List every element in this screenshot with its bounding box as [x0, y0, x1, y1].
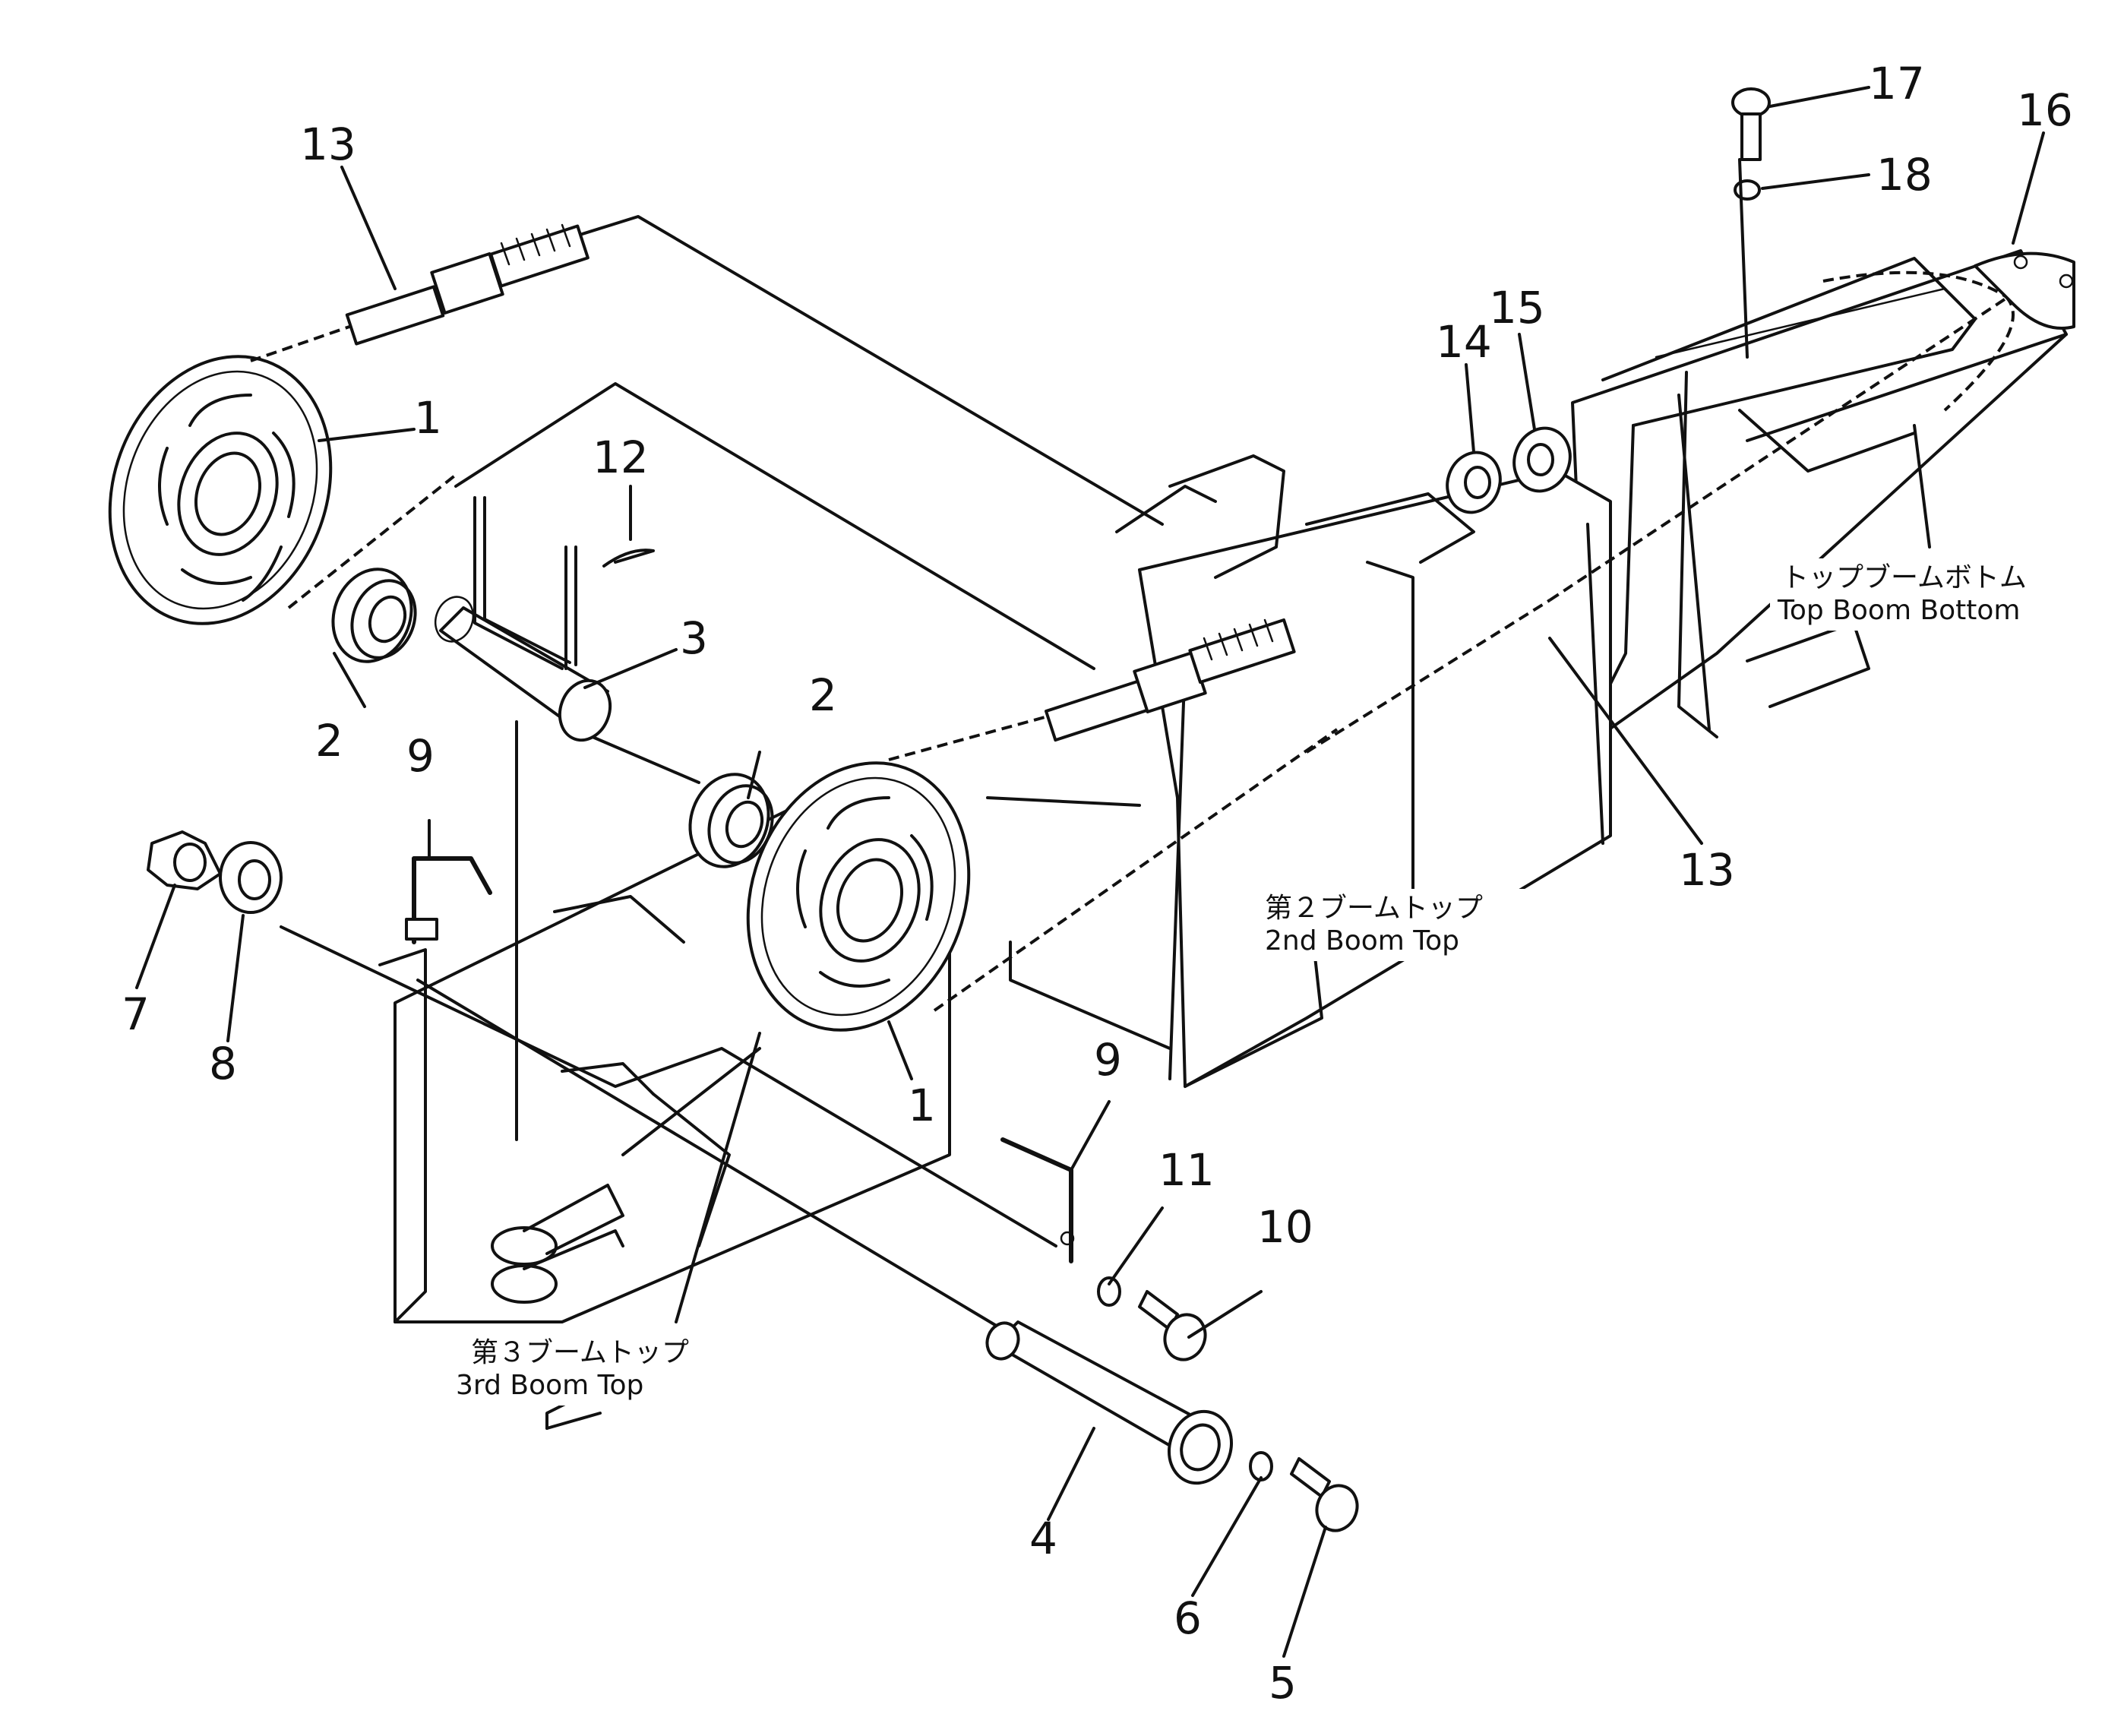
- callout-14: 14: [1436, 316, 1492, 368]
- label-2nd-boom-top-en: 2nd Boom Top: [1265, 925, 1459, 957]
- washer-6: [1249, 1451, 1273, 1481]
- bolt-5: [1290, 1457, 1359, 1532]
- label-3rd-boom-top-jp: 第３ブームトップ: [471, 1337, 689, 1368]
- callout-13-right: 13: [1679, 844, 1735, 896]
- label-top-boom-bottom-en: Top Boom Bottom: [1777, 595, 2021, 626]
- callout-16: 16: [2017, 84, 2073, 136]
- nut-7: [147, 830, 222, 890]
- bracket-9-left: [405, 856, 492, 944]
- callout-4: 4: [1029, 1513, 1057, 1564]
- callout-leaders: [135, 86, 2045, 1658]
- callout-8: 8: [209, 1038, 237, 1089]
- callout-1-upper: 1: [414, 392, 442, 444]
- callout-12: 12: [593, 432, 649, 483]
- callout-1-center: 1: [908, 1080, 936, 1131]
- washer-15: [1512, 426, 1572, 493]
- callout-10: 10: [1257, 1201, 1313, 1253]
- cable-13-upper: [345, 223, 589, 346]
- label-top-boom-bottom-jp: トップブームボトム: [1781, 562, 2027, 593]
- callout-2-right: 2: [809, 669, 837, 721]
- callout-18: 18: [1876, 149, 1933, 201]
- callout-13-upper: 13: [300, 119, 356, 170]
- shaft-3: [434, 496, 612, 742]
- label-3rd-boom-top-en: 3rd Boom Top: [456, 1370, 643, 1401]
- bracket-9-right: [1000, 1137, 1075, 1263]
- callout-9-right: 9: [1094, 1034, 1122, 1086]
- bracket-arms: [491, 1184, 624, 1304]
- bolt-10: [1138, 1290, 1207, 1361]
- top-boom-bottom-housing: [1571, 158, 2068, 746]
- callout-11: 11: [1158, 1144, 1215, 1196]
- callout-numbers: 13 1 2 3 12 2 9 7 8 1 9 11 10 4 6 5 13 1…: [122, 58, 2073, 1709]
- callout-15: 15: [1489, 282, 1545, 334]
- callout-2-left: 2: [315, 715, 343, 767]
- washer-18: [1734, 179, 1761, 201]
- chain-13-right: [1548, 270, 2022, 602]
- callout-9-left: 9: [406, 730, 435, 782]
- sheave-upper-left: [108, 325, 457, 625]
- bolt-17: [1731, 87, 1771, 161]
- sheave-center: [746, 599, 1551, 1032]
- pin-12: [602, 549, 655, 568]
- callout-17: 17: [1869, 58, 1925, 109]
- lock-washer-8: [219, 841, 283, 914]
- label-2nd-boom-top-jp: 第２ブームトップ: [1265, 893, 1483, 924]
- rod-4: [985, 1320, 1234, 1485]
- callout-3: 3: [680, 612, 708, 664]
- second-boom-top-frame: [986, 454, 1612, 1088]
- block-16: [1974, 251, 2075, 330]
- region-labels: トップブームボトム Top Boom Bottom 第２ブームトップ 2nd B…: [456, 558, 2070, 1406]
- nut-14: [1446, 451, 1502, 514]
- cable-13-center: [1045, 618, 1296, 742]
- washer-11: [1097, 1276, 1121, 1307]
- leader-lines: [280, 215, 1164, 1331]
- callout-5: 5: [1269, 1657, 1297, 1709]
- callout-7: 7: [122, 988, 150, 1040]
- bearing-2-left: [331, 568, 417, 663]
- callout-6: 6: [1174, 1592, 1202, 1644]
